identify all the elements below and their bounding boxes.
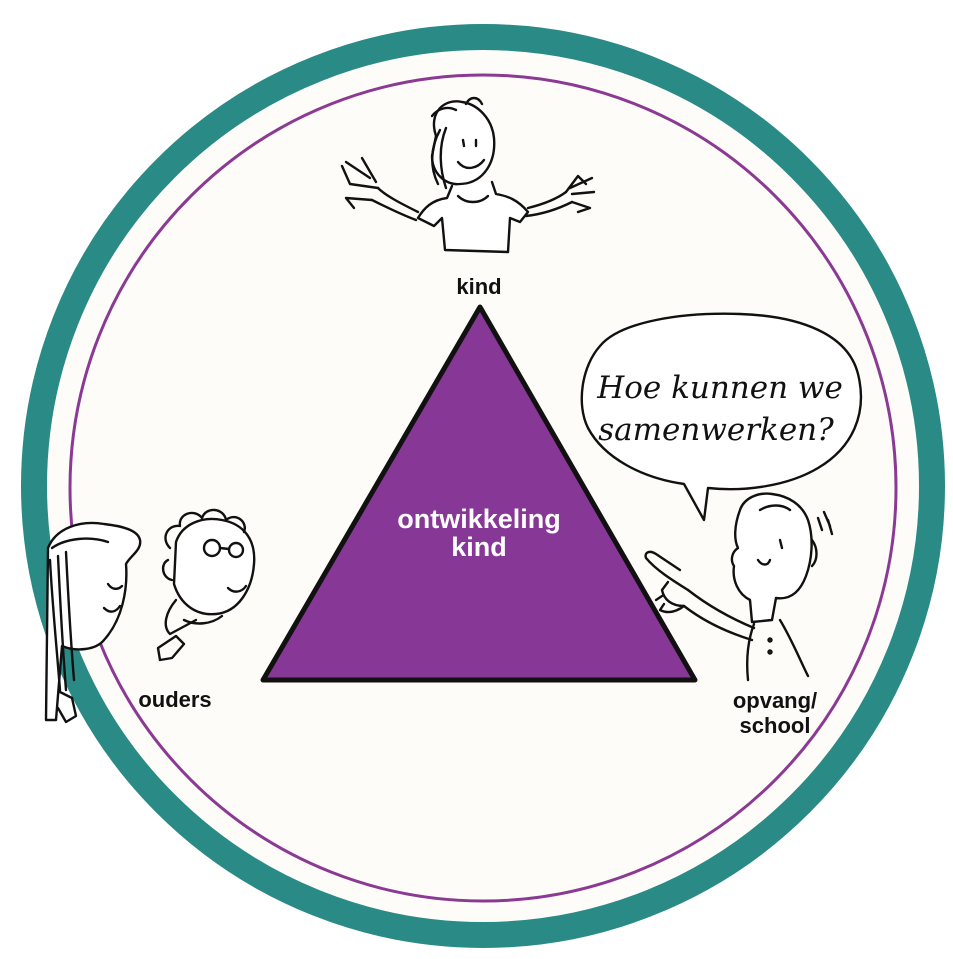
parents-figure	[44, 508, 256, 724]
inner-ring	[68, 73, 898, 903]
right-label-line1: opvang/	[733, 688, 817, 713]
center-label-line2: kind	[451, 532, 507, 562]
development-triangle	[260, 304, 698, 683]
speech-text-line1: Hoe kunnen we	[596, 370, 843, 406]
child-figure	[340, 96, 596, 254]
right-label-line2: school	[740, 713, 811, 738]
speech-text-line2: samenwerken?	[598, 412, 834, 448]
teacher-figure	[644, 492, 834, 682]
center-label-line1: ontwikkeling	[397, 504, 561, 534]
top-label: kind	[456, 274, 501, 299]
speech-bubble: Hoe kunnen we samenwerken?	[580, 312, 863, 522]
left-label: ouders	[138, 687, 211, 712]
